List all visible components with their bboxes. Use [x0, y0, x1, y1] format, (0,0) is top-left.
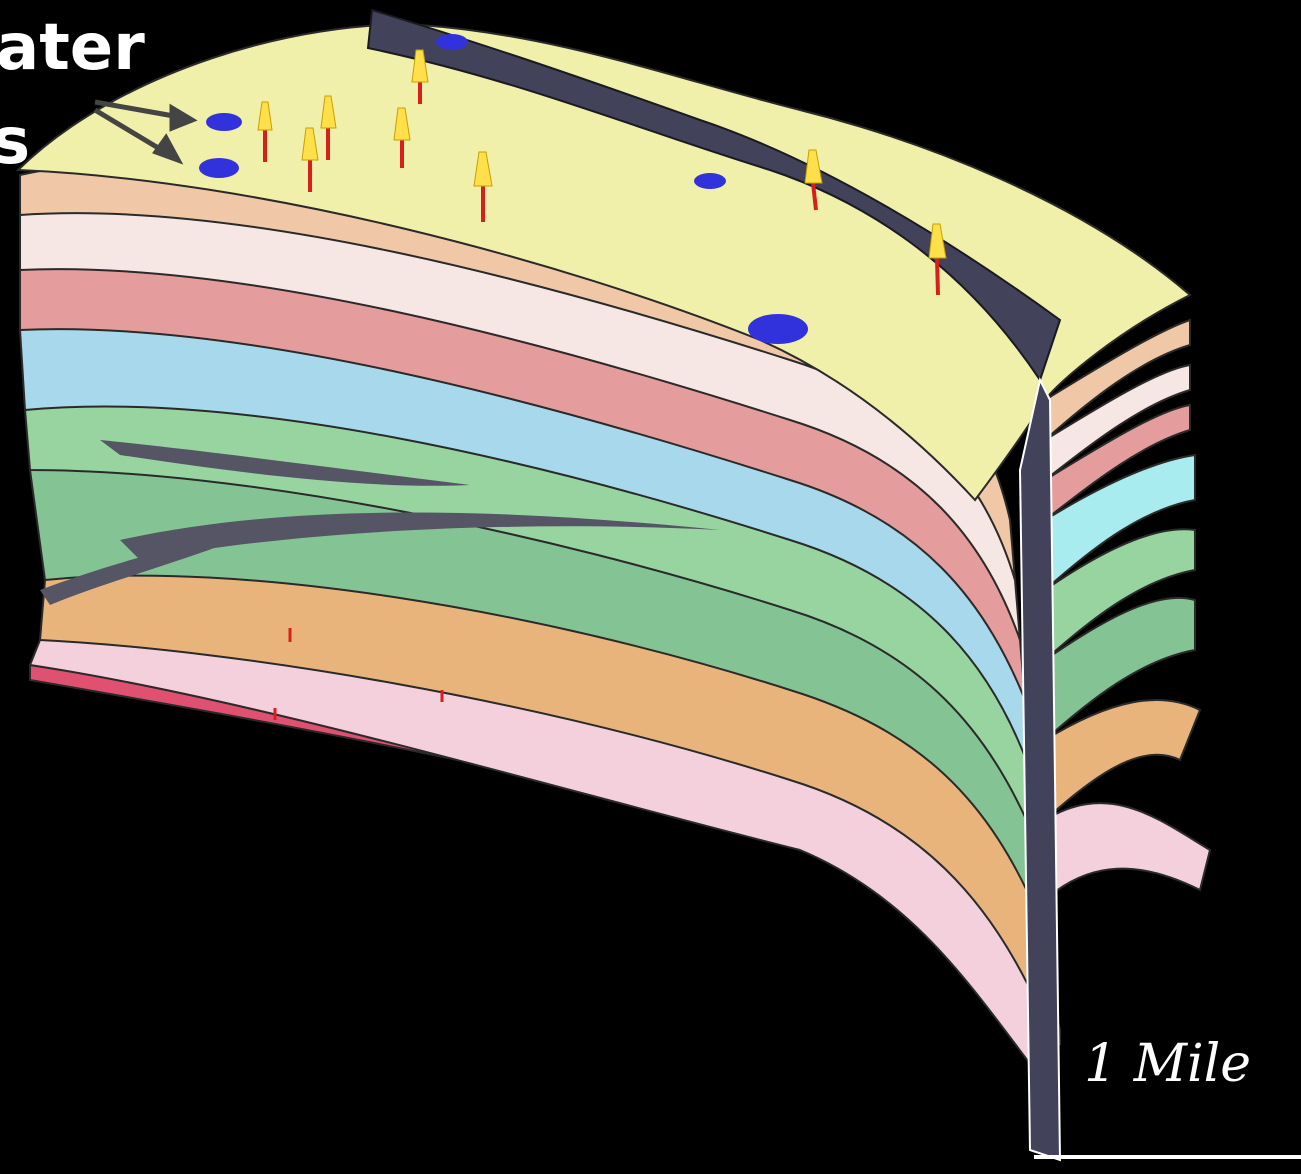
layer-right-pink	[1045, 803, 1210, 900]
annotation-label-top: ater	[0, 16, 145, 80]
water-injector-icon	[199, 158, 239, 178]
water-injector-icon	[206, 113, 242, 131]
water-injector-icon	[694, 173, 726, 189]
scale-label: 1 Mile	[1084, 1034, 1251, 1094]
water-injector-icon	[436, 34, 468, 50]
scale-bar	[1034, 1155, 1301, 1159]
annotation-label-bottom: s	[0, 110, 30, 174]
water-injector-icon	[748, 314, 808, 344]
